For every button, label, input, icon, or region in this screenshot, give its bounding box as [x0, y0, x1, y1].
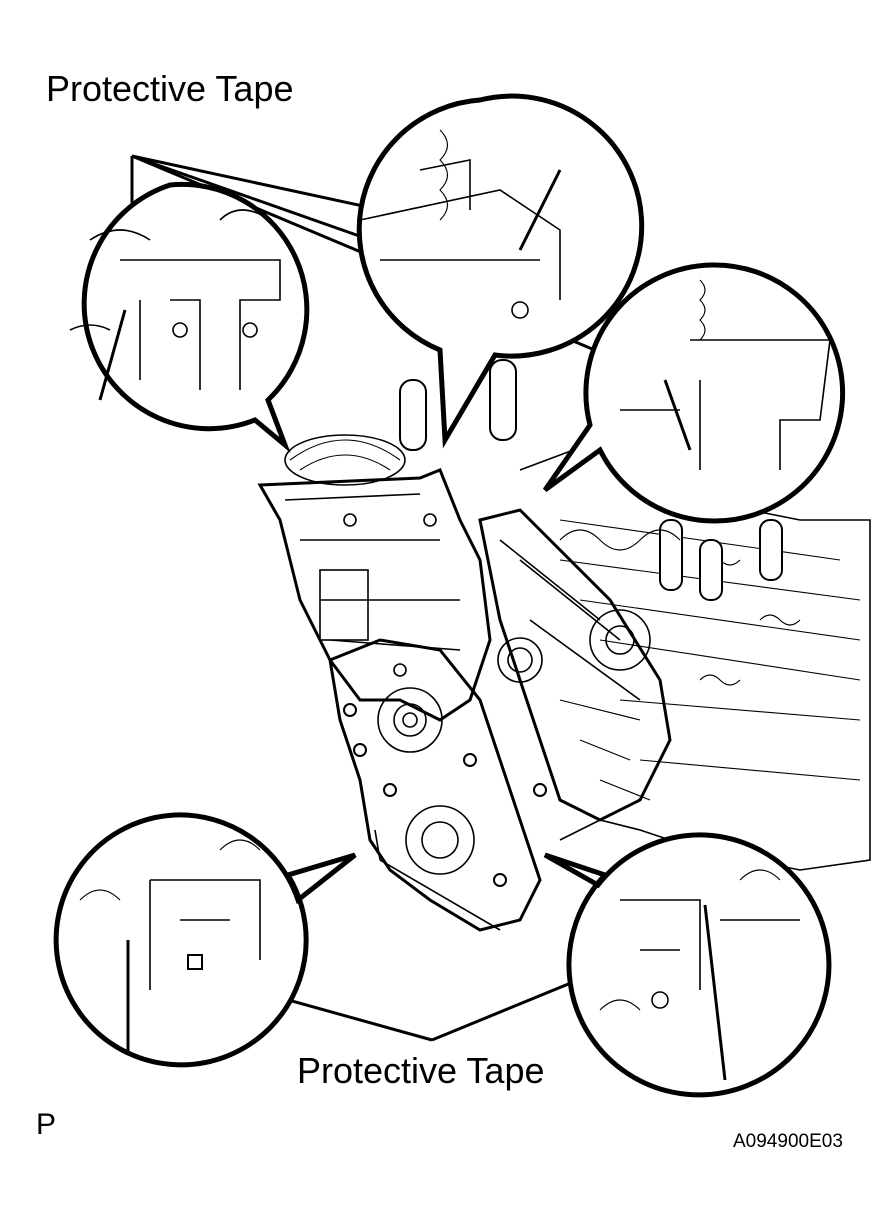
- protective-tape-label-top: Protective Tape: [46, 68, 294, 109]
- callout-upper-middle: [356, 93, 645, 449]
- protective-tape-label-bottom: Protective Tape: [297, 1050, 545, 1091]
- page-letter: P: [36, 1108, 57, 1141]
- engine-block: [257, 359, 871, 932]
- figure-code: A094900E03: [733, 1131, 843, 1152]
- callout-upper-left: [69, 181, 310, 453]
- callout-lower-left: [53, 812, 357, 1068]
- callout-right: [542, 262, 846, 524]
- callout-lower-right: [543, 832, 832, 1098]
